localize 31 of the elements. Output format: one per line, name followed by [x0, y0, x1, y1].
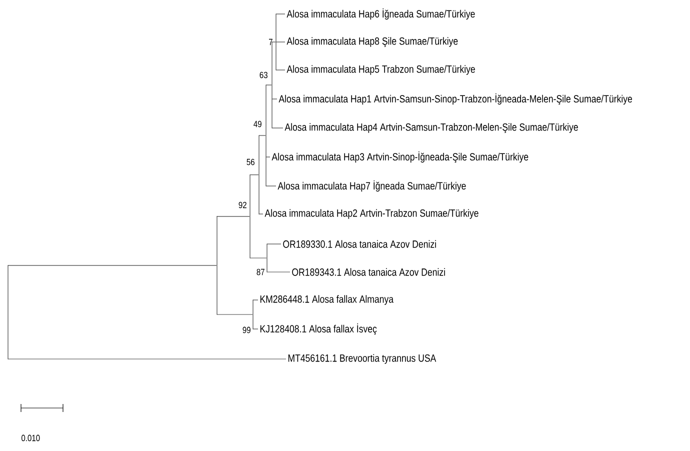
taxon-label: Alosa immaculata Hap1 Artvin-Samsun-Sinop-Trabzon-İğneada-Melen-Şile Sumae/Türkiye	[278, 93, 632, 105]
scale-value: 0.010	[22, 434, 40, 442]
bootstrap-value: 56	[246, 158, 254, 166]
tree-branch	[272, 98, 278, 100]
bootstrap-value: 7	[269, 38, 272, 46]
taxon-label: Alosa immaculata Hap7 İğneada Sumae/Türkiye	[278, 180, 466, 192]
tree-branch	[8, 358, 286, 360]
taxon-label: MT456161.1 Brevoortia tyrannus USA	[288, 354, 436, 364]
bootstrap-value: 92	[238, 202, 246, 208]
tree-branch	[250, 174, 259, 176]
bootstrap-value: 99	[242, 326, 250, 334]
taxon-label: OR189330.1 Alosa tanaica Azov Denizi	[283, 240, 436, 248]
tree-branch	[252, 328, 258, 330]
tree-branch	[216, 314, 253, 315]
tree-branch	[266, 84, 272, 86]
taxon-label: KM286448.1 Alosa fallax Almanya	[260, 295, 394, 305]
taxon-label: Alosa immaculata Hap8 Şile Sumae/Türkiye	[286, 37, 458, 47]
bootstrap-value: 63	[260, 72, 268, 78]
tree-branch	[258, 135, 266, 136]
taxon-label: Alosa immaculata Hap5 Trabzon Sumae/Türkiye	[286, 65, 475, 75]
tree-branch	[266, 156, 270, 158]
taxon-label: Alosa immaculata Hap3 Artvin-Sinop-İğneada-Şile Sumae/Türkiye	[272, 151, 528, 163]
taxon-label: OR189343.1 Alosa tanaica Azov Denizi	[292, 268, 445, 276]
tree-branch	[216, 216, 250, 217]
taxon-label: KJ128408.1 Alosa fallax İsveç	[260, 323, 377, 335]
taxon-label: Alosa immaculata Hap2 Artvin-Trabzon Sumae/Türkiye	[264, 209, 478, 219]
tree-branch	[8, 265, 217, 266]
bootstrap-value: 49	[254, 120, 262, 128]
taxon-label: Alosa immaculata Hap6 İğneada Sumae/Türkiye	[286, 8, 475, 20]
bootstrap-value: 87	[256, 268, 264, 276]
taxon-label: Alosa immaculata Hap4 Artvin-Samsun-Trabzon-Melen-Şile Sumae/Türkiye	[284, 123, 578, 133]
